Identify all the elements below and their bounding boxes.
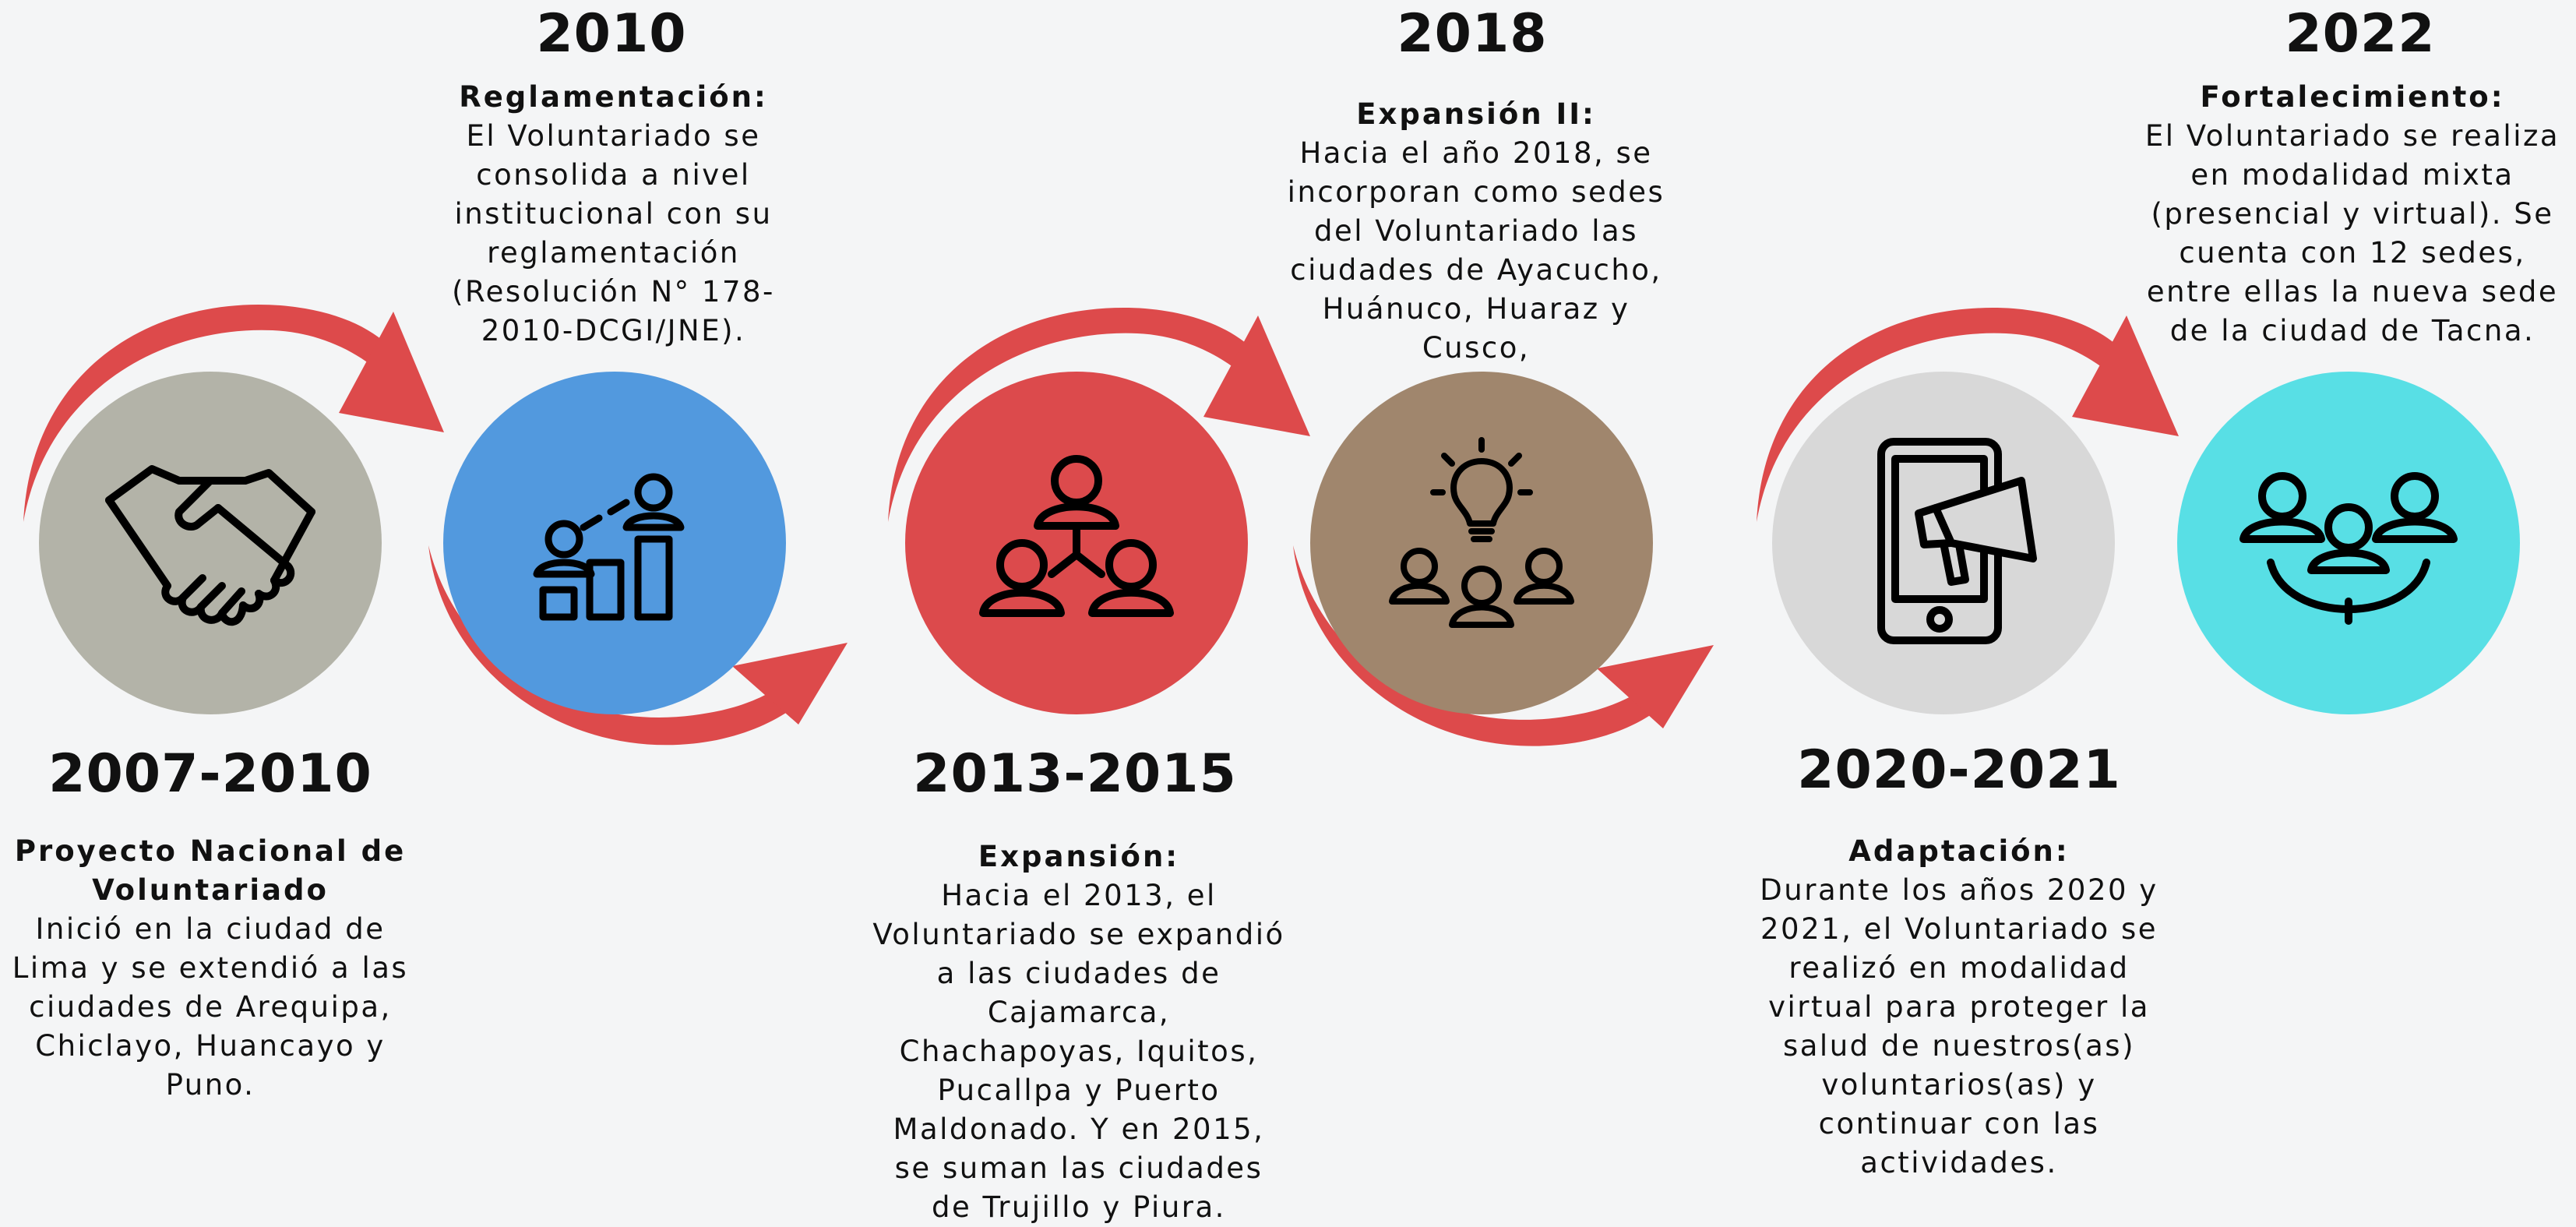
milestone-6-title: Fortalecimiento: xyxy=(2200,80,2505,114)
milestone-2-circle xyxy=(443,372,786,714)
milestone-3-circle xyxy=(905,372,1248,714)
milestone-1-text: Inició en la ciudad de Lima y se extendi… xyxy=(12,912,409,1102)
milestone-4-text: Hacia el año 2018, se incorporan como se… xyxy=(1287,136,1665,365)
milestone-1-circle xyxy=(39,372,382,714)
milestone-3-year: 2013-2015 xyxy=(913,743,1237,805)
milestone-3-description: Expansión: Hacia el 2013, el Voluntariad… xyxy=(872,837,1285,1227)
lightbulb-group-icon xyxy=(1389,437,1574,628)
milestone-3-text: Hacia el 2013, el Voluntariado se expand… xyxy=(872,879,1285,1224)
milestone-4-description: Expansión II: Hacia el año 2018, se inco… xyxy=(1281,95,1671,368)
milestone-3-title: Expansión: xyxy=(978,840,1180,873)
milestone-4-circle xyxy=(1310,372,1653,714)
arrow-2-to-3 xyxy=(428,545,848,746)
arrow-5-to-6 xyxy=(1757,308,2179,522)
milestone-1-title: Proyecto Nacional de Voluntariado xyxy=(14,834,407,907)
milestone-6-circle xyxy=(2177,372,2520,714)
milestone-1-description: Proyecto Nacional de Voluntariado Inició… xyxy=(12,832,409,1105)
milestone-4-year: 2018 xyxy=(1397,3,1548,65)
milestone-1-year: 2007-2010 xyxy=(48,743,372,805)
milestone-6-text: El Voluntariado se realiza en modalidad … xyxy=(2144,119,2560,347)
milestone-2-text: El Voluntariado se consolida a nivel ins… xyxy=(452,119,775,347)
team-smile-icon xyxy=(2239,472,2458,625)
arrow-3-to-4 xyxy=(888,308,1310,522)
milestone-5-description: Adaptación: Durante los años 2020 y 2021… xyxy=(1757,832,2162,1183)
milestone-5-year: 2020-2021 xyxy=(1797,739,2121,801)
milestone-5-circle xyxy=(1772,372,2115,714)
milestone-5-text: Durante los años 2020 y 2021, el Volunta… xyxy=(1760,873,2158,1179)
network-people-icon xyxy=(979,455,1174,617)
milestone-2-description: Reglamentación: El Voluntariado se conso… xyxy=(440,78,787,351)
milestone-2-title: Reglamentación: xyxy=(459,80,768,114)
arrow-1-to-2 xyxy=(23,304,444,522)
milestone-4-title: Expansión II: xyxy=(1356,97,1596,131)
phone-megaphone-icon xyxy=(1877,438,2037,644)
arrow-4-to-5 xyxy=(1293,545,1714,746)
milestone-5-title: Adaptación: xyxy=(1848,834,2070,868)
milestone-6-year: 2022 xyxy=(2285,3,2436,65)
growth-chart-people-icon xyxy=(533,473,685,621)
milestone-2-year: 2010 xyxy=(536,3,687,65)
milestone-6-description: Fortalecimiento: El Voluntariado se real… xyxy=(2142,78,2563,351)
handshake-icon xyxy=(105,465,315,626)
